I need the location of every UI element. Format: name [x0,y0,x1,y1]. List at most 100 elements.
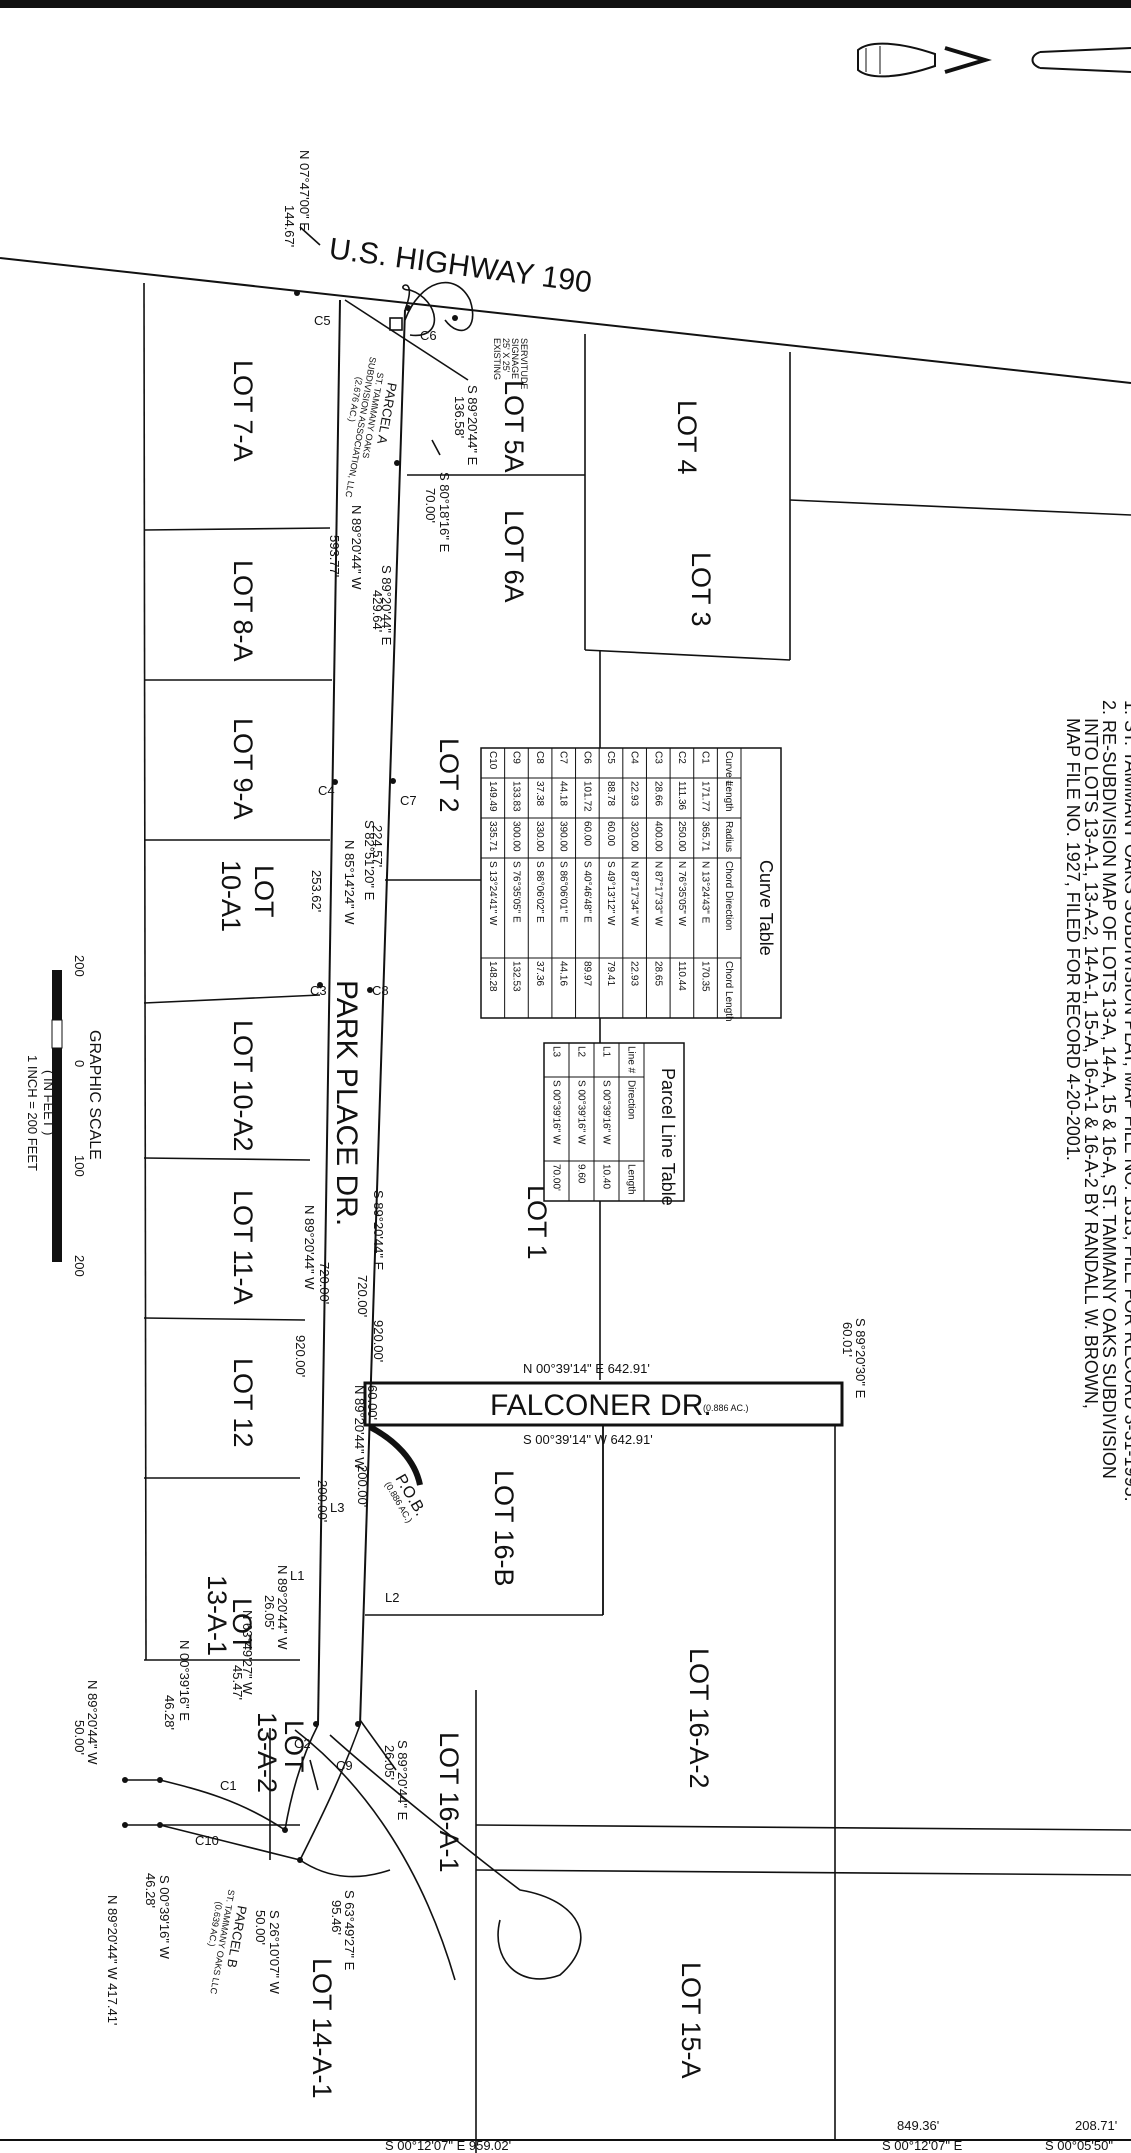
bearing-29: S 00°05'50" [1045,2138,1113,2153]
line-l2-label: L2 [385,1590,399,1605]
bearing-18b: 46.28' [162,1695,177,1730]
curve-c8-label: C8 [372,983,389,998]
lot-13a1-label-a: LOT [227,1598,257,1651]
lot-11a-label: LOT 11-A [228,1190,258,1305]
bearing-8-dist-1: 720.00' [355,1275,370,1317]
curve-table-cell-9-2: 300.00 [510,821,521,852]
curve-table-cell-1-1: 171.77 [700,781,711,812]
note-1: 1. ST. TAMMANY OAKS SUBDIVISION PLAT, MA… [1121,700,1131,1502]
curve-c1-label: C1 [220,1778,237,1793]
falconer-label: FALCONER DR. [490,1389,712,1422]
bearing-3a: S 80°18'16" E [437,472,452,553]
note-2-line-3: MAP FILE NO. 1927, FILED FOR RECORD 4-20… [1063,718,1083,1161]
scale-tick-1: 200 [72,955,87,977]
bearing-23a: S 63°49'27" E [342,1890,357,1971]
line-table-cell-1-2: 10.40 [601,1164,612,1189]
lot-2-label: LOT 2 [434,738,464,813]
lot-10a2-label: LOT 10-A2 [228,1020,258,1152]
bearing-6: S 82°51'20" E [362,820,377,901]
curve-table-cell-5-1: 88.78 [605,781,616,806]
curve-table-cell-9-4: 132.53 [510,961,521,992]
bearing-22a: S 26°10'07" W [267,1910,282,1995]
bearing-24: N 89°20'44" W 417.41' [105,1895,120,2025]
top-border [0,0,1131,8]
lot-13a2-label-a: LOT [279,1720,309,1773]
bearing-20a: N 89°20'44" W [85,1680,100,1765]
servitude-line-4: SERVITUDE [519,338,529,389]
curve-table-cell-0-4: Chord Length [723,961,734,1022]
park-place-label: PARK PLACE DR. [330,980,363,1226]
parcel-a-label: PARCEL A ST. TAMMANY OAKS SUBDIVISION AS… [343,356,399,498]
lot-lines [0,226,1131,2153]
curve-table-cell-3-1: 28.66 [652,781,663,806]
line-table-cell-0-1: Direction [626,1080,637,1119]
parcel-line-table: Parcel Line Table Line #DirectionLengthL… [543,1042,685,1206]
curve-table-cell-4-0: C4 [629,751,640,764]
curve-c7-label: C7 [400,793,417,808]
bearing-1b: 144.67' [282,205,297,247]
bearing-17a: N 63°49'27" W [240,1610,255,1695]
scale-tick-2: 0 [72,1060,87,1067]
line-table-cell-1-1: S 00°39'16" W [601,1080,612,1145]
curve-table-cell-3-2: 400.00 [652,821,663,852]
curve-table-cell-0-0: Curve # [723,751,734,786]
bearing-27: S 00°12'07" E [882,2138,963,2153]
scale-ratio: 1 INCH = 200 FEET [25,1055,40,1171]
parcel-b-label: PARCEL B ST. TAMMANY OAKS LLC (0.639 AC.… [206,1889,249,1996]
line-table-cell-0-2: Length [626,1164,637,1195]
curve-table-cell-10-1: 149.49 [487,781,498,812]
curve-table-title: Curve Table [756,860,776,956]
lot-13a2-label-b: 13-A-2 [252,1712,282,1793]
lot-12-label: LOT 12 [228,1358,258,1448]
note-2: 2. RE-SUBDIVISION MAP OF LOTS 13-A, 14-A… [1099,700,1119,1479]
lot-13a1-label-b: 13-A-1 [202,1575,232,1656]
curve-c10-label: C10 [195,1833,219,1848]
lot-3-label: LOT 3 [686,552,716,627]
bearing-8-dist-2: 920.00' [371,1320,386,1362]
lot-6a-label: LOT 6A [499,510,529,603]
curve-table-cell-5-0: C5 [605,751,616,764]
lot-16a1-label: LOT 16-A-1 [434,1732,464,1873]
line-table-cell-2-1: S 00°39'16" W [576,1080,587,1145]
line-table-cell-3-1: S 00°39'16" W [551,1080,562,1145]
servitude-line-3: SIGNAGE [510,338,520,379]
bearing-20b: 50.00' [72,1720,87,1755]
servitude-line-2: 25' X 25' [501,338,511,373]
curve-table-cell-3-4: 28.65 [652,961,663,986]
curve-c9-label: C9 [336,1758,353,1773]
bearing-labels: N 07°47'00" E 144.67' S 89°20'44" E 136.… [72,150,1117,2153]
curve-table-cell-4-1: 22.93 [629,781,640,806]
survey-monuments [122,290,458,1863]
bearing-7-dist: 253.62' [309,870,324,912]
curve-table-cell-2-1: 111.36 [676,781,687,811]
lot-10a1-label-b: 10-A1 [216,860,246,932]
general-notes: 1. ST. TAMMANY OAKS SUBDIVISION PLAT, MA… [1063,700,1131,1502]
curve-c4-label: C4 [318,783,335,798]
curve-table-cell-8-2: 330.00 [534,821,545,852]
line-table-cell-3-2: 70.00' [551,1164,562,1191]
line-table-cell-2-2: 9.60 [576,1164,587,1184]
graphic-scale: 200 0 100 200 GRAPHIC SCALE ( IN FEET ) … [25,955,103,1277]
scale-tick-4: 200 [72,1255,87,1277]
bearing-26: 849.36' [897,2118,939,2133]
lot-16b-label: LOT 16-B [489,1470,519,1587]
curve-c6-label: C6 [420,328,437,343]
bearing-25: S 00°12'07" E 959.02' [385,2138,511,2153]
lot-9a-label: LOT 9-A [228,718,258,820]
curve-table-cell-0-1: Length [723,781,734,812]
bearing-9: N 89°20'44" W [302,1205,317,1290]
line-table-cell-2-0: L2 [576,1046,587,1058]
line-table-title: Parcel Line Table [658,1068,678,1206]
curve-table-cell-8-0: C8 [534,751,545,764]
lot-14a1-label: LOT 14-A-1 [307,1958,337,2099]
bearing-13: N 89°20'44" W [352,1385,367,1470]
curve-labels: C5 C6 C7 C4 C3 C8 C2 C9 C1 C10 [195,313,437,1848]
bearing-28: 208.71' [1075,2118,1117,2133]
line-table-cell-3-0: L3 [551,1046,562,1058]
curve-table-cell-8-4: 37.36 [534,961,545,986]
curve-table-cell-4-2: 320.00 [629,821,640,852]
curve-table-cell-2-0: C2 [676,751,687,764]
bearing-1a: N 07°47'00" E [297,150,312,231]
